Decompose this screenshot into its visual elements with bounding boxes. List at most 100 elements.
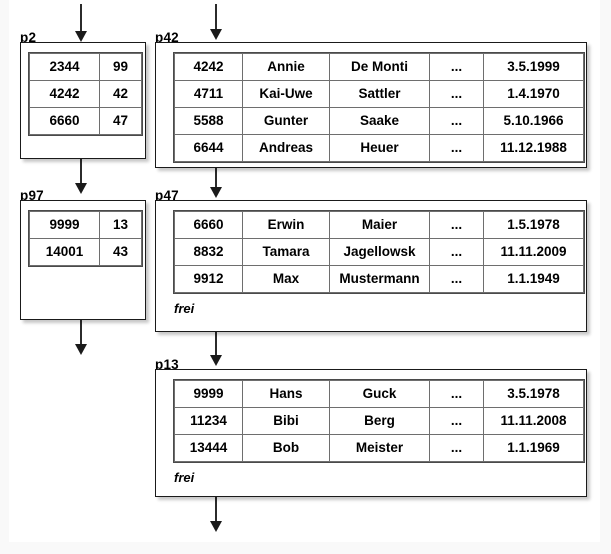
arrowhead-into-p13 <box>210 355 222 366</box>
record-lastname-cell: Maier <box>329 211 430 239</box>
data-page-p13[interactable]: 9999 Hans Guck ... 3.5.1978 11234 Bibi B… <box>155 369 587 497</box>
page-edge-right <box>600 0 611 554</box>
node-label-p42: p42 <box>155 30 179 45</box>
record-lastname-cell: De Monti <box>329 53 430 81</box>
record-date-cell: 3.5.1999 <box>483 53 584 81</box>
connector-p97-out <box>80 320 82 348</box>
record-more-cell: ... <box>429 80 484 108</box>
table-row[interactable]: 6644 Andreas Heuer ... 11.12.1988 <box>174 134 584 162</box>
record-more-cell: ... <box>429 434 484 462</box>
record-id-cell: 11234 <box>174 407 243 435</box>
index-ptr-cell: 47 <box>99 107 142 135</box>
arrowhead-into-p47 <box>210 187 222 198</box>
arrowhead-p97-out <box>75 344 87 355</box>
free-space-label-p13: frei <box>174 470 195 485</box>
index-key-cell: 6660 <box>29 107 100 135</box>
index-key-cell: 14001 <box>29 238 100 266</box>
record-more-cell: ... <box>429 238 484 266</box>
record-lastname-cell: Sattler <box>329 80 430 108</box>
index-table-p2: 2344 99 4242 42 6660 47 <box>28 52 143 136</box>
record-lastname-cell: Jagellowsk <box>329 238 430 266</box>
index-ptr-cell: 43 <box>99 238 142 266</box>
record-firstname-cell: Bob <box>242 434 330 462</box>
table-row[interactable]: 13444 Bob Meister ... 1.1.1969 <box>174 434 584 462</box>
record-firstname-cell: Max <box>242 265 330 293</box>
record-id-cell: 8832 <box>174 238 243 266</box>
record-id-cell: 4242 <box>174 53 243 81</box>
connector-p42-to-p47 <box>215 168 217 190</box>
connector-p2-to-p97 <box>80 158 82 183</box>
record-more-cell: ... <box>429 380 484 408</box>
table-row[interactable]: 9999 13 <box>29 211 142 239</box>
record-more-cell: ... <box>429 407 484 435</box>
table-row[interactable]: 6660 47 <box>29 107 142 135</box>
record-lastname-cell: Mustermann <box>329 265 430 293</box>
page-edge-left <box>0 0 9 554</box>
index-key-cell: 4242 <box>29 80 100 108</box>
record-more-cell: ... <box>429 265 484 293</box>
record-firstname-cell: Gunter <box>242 107 330 135</box>
connector-into-p42 <box>215 4 217 32</box>
record-date-cell: 1.5.1978 <box>483 211 584 239</box>
data-table-p47: 6660 Erwin Maier ... 1.5.1978 8832 Tamar… <box>173 210 585 294</box>
record-date-cell: 11.11.2008 <box>483 407 584 435</box>
connector-into-p2 <box>80 4 82 34</box>
table-row[interactable]: 5588 Gunter Saake ... 5.10.1966 <box>174 107 584 135</box>
record-lastname-cell: Guck <box>329 380 430 408</box>
data-page-p42[interactable]: 4242 Annie De Monti ... 3.5.1999 4711 Ka… <box>155 42 587 168</box>
table-row[interactable]: 4242 Annie De Monti ... 3.5.1999 <box>174 53 584 81</box>
record-more-cell: ... <box>429 211 484 239</box>
arrowhead-into-p2 <box>75 31 87 42</box>
table-row[interactable]: 6660 Erwin Maier ... 1.5.1978 <box>174 211 584 239</box>
index-key-cell: 2344 <box>29 53 100 81</box>
record-more-cell: ... <box>429 107 484 135</box>
record-lastname-cell: Berg <box>329 407 430 435</box>
arrowhead-p13-out <box>210 521 222 532</box>
index-ptr-cell: 13 <box>99 211 142 239</box>
connector-p13-out <box>215 497 217 525</box>
record-id-cell: 6660 <box>174 211 243 239</box>
record-firstname-cell: Hans <box>242 380 330 408</box>
data-table-p42: 4242 Annie De Monti ... 3.5.1999 4711 Ka… <box>173 52 585 163</box>
record-firstname-cell: Tamara <box>242 238 330 266</box>
table-row[interactable]: 11234 Bibi Berg ... 11.11.2008 <box>174 407 584 435</box>
data-page-p47[interactable]: 6660 Erwin Maier ... 1.5.1978 8832 Tamar… <box>155 200 587 332</box>
record-firstname-cell: Kai-Uwe <box>242 80 330 108</box>
table-row[interactable]: 8832 Tamara Jagellowsk ... 11.11.2009 <box>174 238 584 266</box>
record-id-cell: 4711 <box>174 80 243 108</box>
table-row[interactable]: 4711 Kai-Uwe Sattler ... 1.4.1970 <box>174 80 584 108</box>
free-space-label-p47: frei <box>174 301 195 316</box>
node-label-p2: p2 <box>20 30 37 45</box>
table-row[interactable]: 2344 99 <box>29 53 142 81</box>
record-id-cell: 13444 <box>174 434 243 462</box>
table-row[interactable]: 9999 Hans Guck ... 3.5.1978 <box>174 380 584 408</box>
record-firstname-cell: Bibi <box>242 407 330 435</box>
table-row[interactable]: 14001 43 <box>29 238 142 266</box>
record-lastname-cell: Heuer <box>329 134 430 162</box>
record-id-cell: 5588 <box>174 107 243 135</box>
record-id-cell: 6644 <box>174 134 243 162</box>
arrowhead-into-p97 <box>75 183 87 194</box>
record-lastname-cell: Meister <box>329 434 430 462</box>
node-label-p13: p13 <box>155 357 179 372</box>
record-date-cell: 1.1.1949 <box>483 265 584 293</box>
index-node-p97[interactable]: 9999 13 14001 43 <box>20 200 146 320</box>
record-firstname-cell: Annie <box>242 53 330 81</box>
table-row[interactable]: 9912 Max Mustermann ... 1.1.1949 <box>174 265 584 293</box>
record-lastname-cell: Saake <box>329 107 430 135</box>
record-date-cell: 1.4.1970 <box>483 80 584 108</box>
record-more-cell: ... <box>429 53 484 81</box>
index-ptr-cell: 99 <box>99 53 142 81</box>
arrowhead-into-p42 <box>210 29 222 40</box>
connector-p47-to-p13 <box>215 332 217 358</box>
table-row[interactable]: 4242 42 <box>29 80 142 108</box>
index-table-p97: 9999 13 14001 43 <box>28 210 143 267</box>
record-date-cell: 5.10.1966 <box>483 107 584 135</box>
page-edge-bottom <box>0 542 611 554</box>
record-date-cell: 3.5.1978 <box>483 380 584 408</box>
index-node-p2[interactable]: 2344 99 4242 42 6660 47 <box>20 42 146 159</box>
index-key-cell: 9999 <box>29 211 100 239</box>
record-id-cell: 9999 <box>174 380 243 408</box>
record-date-cell: 1.1.1969 <box>483 434 584 462</box>
